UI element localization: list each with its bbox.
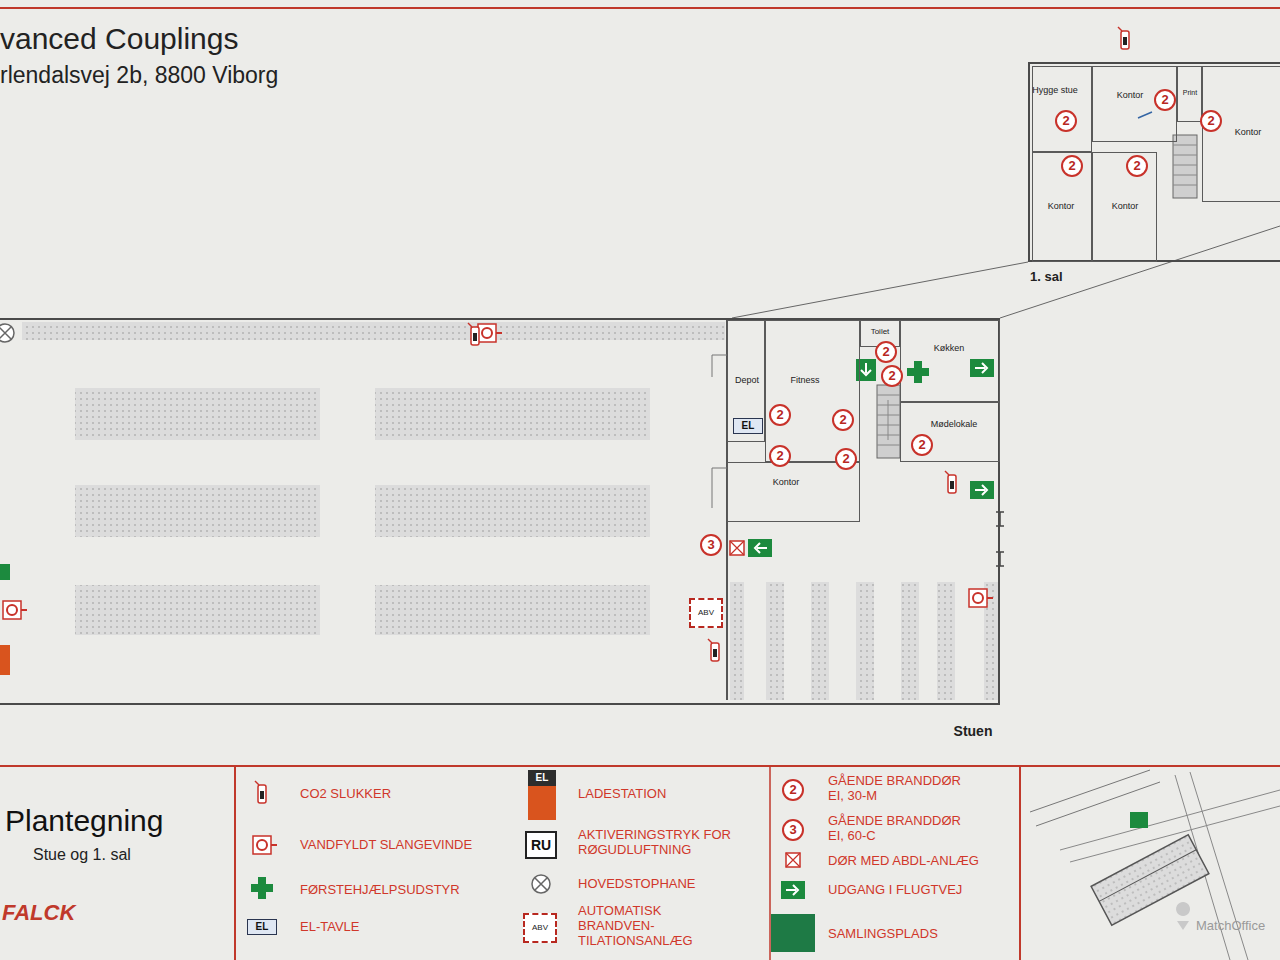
fire-door-number: 2 <box>1154 89 1176 111</box>
fire-door-number: 2 <box>769 445 791 467</box>
legend-text: FØRSTEHJÆLPSUDSTYR <box>300 882 510 897</box>
room-name: Kontor <box>773 478 800 488</box>
fire-door-number: 2 <box>835 448 857 470</box>
ventilation-symbol: ABV <box>689 598 723 628</box>
fire-door-number: 2 <box>769 404 791 426</box>
floor-outline: StuenDepotFitnessToiletKøkkenMødelokaleK… <box>0 318 1000 705</box>
legend-text: EL-TAVLE <box>300 919 500 934</box>
ventilation-symbol: ABV <box>523 913 557 943</box>
room-name: Depot <box>735 376 759 386</box>
company-logo: FALCK <box>2 900 75 926</box>
legend-swatch <box>528 786 556 820</box>
room-name: Kontor <box>1048 202 1075 212</box>
room-name: Print <box>1183 89 1197 97</box>
plan-heading: Plantegning <box>5 804 163 838</box>
legend-text: UDGANG I FLUGTVEJ <box>828 882 1016 897</box>
room-name: Fitness <box>790 376 819 386</box>
floor-name: Stuen <box>954 724 993 739</box>
room-box: Hygge stue <box>1032 66 1092 152</box>
room-name: Kontor <box>1117 91 1144 101</box>
legend-swatch <box>771 914 815 952</box>
fire-door-number: 2 <box>782 779 804 801</box>
plan-subheading: Stue og 1. sal <box>33 846 131 864</box>
room-name: Kontor <box>1235 128 1262 138</box>
fire-door-number: 2 <box>1061 155 1083 177</box>
room-box: Køkken <box>900 320 1000 402</box>
fire-door-number: 2 <box>881 365 903 387</box>
fire-door-number: 2 <box>1200 110 1222 132</box>
legend-text: AUTOMATISK BRANDVEN- TILATIONSANLÆG <box>578 903 718 948</box>
legend-text: VANDFYLDT SLANGEVINDE <box>300 837 515 852</box>
panel-symbol: EL <box>247 919 277 935</box>
room-name: Mødelokale <box>931 420 978 430</box>
plan-title: vanced Couplings <box>0 22 239 56</box>
panel-symbol: EL <box>733 418 763 434</box>
fire-door-number: 2 <box>1055 110 1077 132</box>
legend-text: LADESTATION <box>578 786 763 801</box>
address-text: rlendalsvej 2b, 8800 Viborg <box>0 62 278 89</box>
room-box: Kontor <box>1202 66 1280 202</box>
legend-text: GÅENDE BRANDDØR EI, 30-M <box>828 773 968 803</box>
fire-door-number: 2 <box>1126 155 1148 177</box>
legend-text: AKTIVERINGSTRYK FOR RØGUDLUFTNING <box>578 827 763 857</box>
fire-door-number: 2 <box>875 341 897 363</box>
legend-text: SAMLINGSPLADS <box>828 926 1016 941</box>
fire-door-number: 3 <box>782 819 804 841</box>
fire-door-number: 2 <box>832 409 854 431</box>
room-box: Kontor <box>727 462 860 522</box>
room-name: Hygge stue <box>1032 86 1078 96</box>
room-box: Print <box>1177 66 1202 122</box>
legend-text: GÅENDE BRANDDØR EI, 60-C <box>828 813 968 843</box>
charger-symbol: EL <box>528 770 556 786</box>
fire-door-number: 3 <box>700 534 722 556</box>
legend-text: CO2 SLUKKER <box>300 786 500 801</box>
legend-text: DØR MED ABDL-ANLÆG <box>828 853 1016 868</box>
smoke-vent-symbol: RU <box>525 831 557 859</box>
watermark: MatchOffice <box>1196 918 1265 933</box>
legend-text: HOVEDSTOPHANE <box>578 876 763 891</box>
fire-door-number: 2 <box>911 434 933 456</box>
room-name: Kontor <box>1112 202 1139 212</box>
room-box: Fitness <box>765 320 860 462</box>
floor-name: 1. sal <box>1030 270 1063 284</box>
room-name: Toilet <box>871 328 890 337</box>
room-name: Køkken <box>934 344 965 354</box>
